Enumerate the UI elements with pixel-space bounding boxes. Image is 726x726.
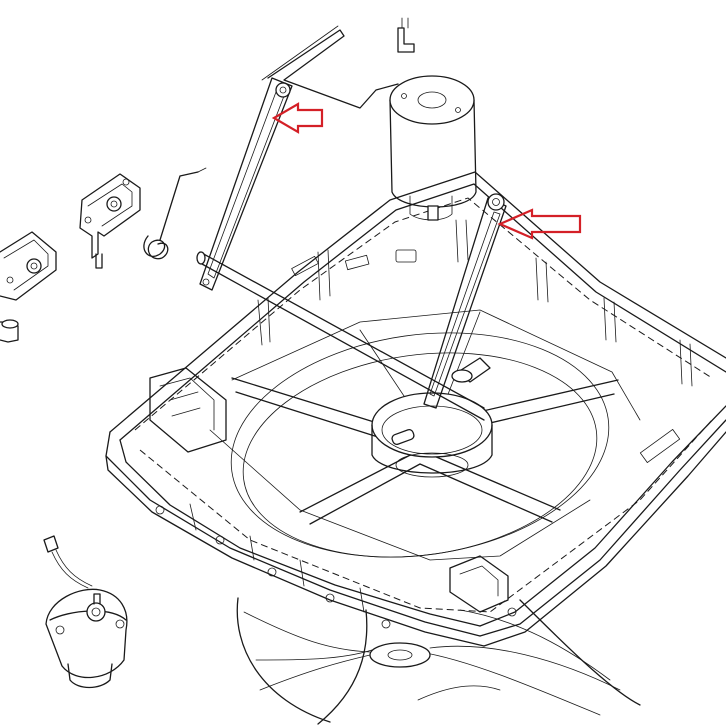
callout-arrow-right-arm <box>497 208 582 240</box>
switch-bracket-upper <box>79 173 141 269</box>
top-connector <box>397 17 415 53</box>
torsion-spring <box>143 167 207 260</box>
stepper-motor <box>43 535 128 689</box>
bushing <box>0 319 19 343</box>
drive-rod <box>196 251 485 421</box>
right-lift-arm <box>423 193 507 409</box>
fan-blade <box>236 597 641 725</box>
switch-bracket-lower <box>0 231 57 301</box>
left-lift-arm <box>199 77 293 291</box>
callout-arrow-left-arm <box>271 102 324 134</box>
base-housing <box>105 171 726 647</box>
motor <box>389 75 477 221</box>
wire-link <box>261 25 399 109</box>
